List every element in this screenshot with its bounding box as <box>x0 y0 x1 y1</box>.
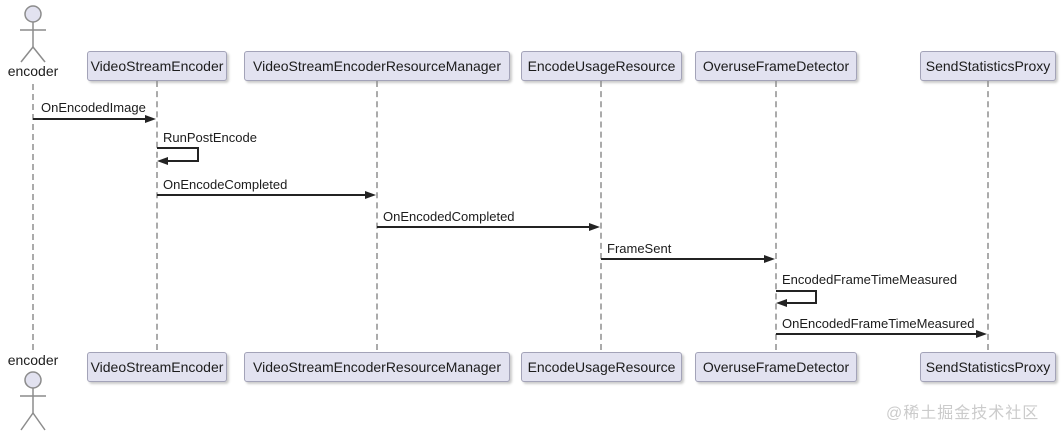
self-message-bottom <box>167 160 199 162</box>
lifeline-sendstatisticsproxy <box>987 81 989 350</box>
self-message-side <box>197 147 199 162</box>
message-line <box>33 118 147 120</box>
arrowhead-icon <box>976 329 987 338</box>
actor-icon <box>20 371 46 431</box>
message-label-onencodedcompleted: OnEncodedCompleted <box>383 209 515 224</box>
self-message-top <box>157 147 199 149</box>
participant-encodeusageresource-bottom: EncodeUsageResource <box>521 352 682 382</box>
self-message-side <box>815 290 817 304</box>
participant-sendstatisticsproxy: SendStatisticsProxy <box>920 51 1056 81</box>
participant-videostreamencoder: VideoStreamEncoder <box>87 51 227 81</box>
arrowhead-icon <box>776 298 787 307</box>
participant-videostreamencoderresourcemanager-bottom: VideoStreamEncoderResourceManager <box>244 352 510 382</box>
participant-videostreamencoderresourcemanager: VideoStreamEncoderResourceManager <box>244 51 510 81</box>
message-line <box>157 194 368 196</box>
self-message-top <box>776 290 817 292</box>
self-message-bottom <box>786 302 817 304</box>
message-label-onencodedframetimemeasured: OnEncodedFrameTimeMeasured <box>782 316 975 331</box>
watermark: @稀土掘金技术社区 <box>886 405 1040 422</box>
participant-encodeusageresource: EncodeUsageResource <box>521 51 682 81</box>
participant-sendstatisticsproxy-bottom: SendStatisticsProxy <box>920 352 1056 382</box>
lifeline-overuseframedetector <box>775 81 777 350</box>
message-line <box>377 226 592 228</box>
message-label-encodedframetimemeasured: EncodedFrameTimeMeasured <box>782 272 958 287</box>
message-line <box>601 258 767 260</box>
actor-label-bottom: encoder <box>7 352 59 368</box>
message-line <box>776 333 979 335</box>
actor-label-top: encoder <box>7 63 59 79</box>
message-label-framesent: FrameSent <box>607 241 672 256</box>
message-label-runpostencode: RunPostEncode <box>163 130 257 145</box>
arrowhead-icon <box>764 254 775 263</box>
arrowhead-icon <box>157 156 168 165</box>
participant-videostreamencoder-bottom: VideoStreamEncoder <box>87 352 227 382</box>
lifeline-videostreamencoderresourcemanager <box>376 81 378 350</box>
arrowhead-icon <box>145 114 156 123</box>
message-label-onencodedimage: OnEncodedImage <box>41 100 146 115</box>
participant-overuseframedetector-bottom: OveruseFrameDetector <box>695 352 857 382</box>
arrowhead-icon <box>589 222 600 231</box>
lifeline-videostreamencoder <box>156 81 158 350</box>
actor-icon <box>20 5 46 63</box>
participant-overuseframedetector: OveruseFrameDetector <box>695 51 857 81</box>
lifeline-encoder <box>32 84 34 350</box>
lifeline-encodeusageresource <box>600 81 602 350</box>
arrowhead-icon <box>365 190 376 199</box>
message-label-onencodecompleted: OnEncodeCompleted <box>163 177 288 192</box>
